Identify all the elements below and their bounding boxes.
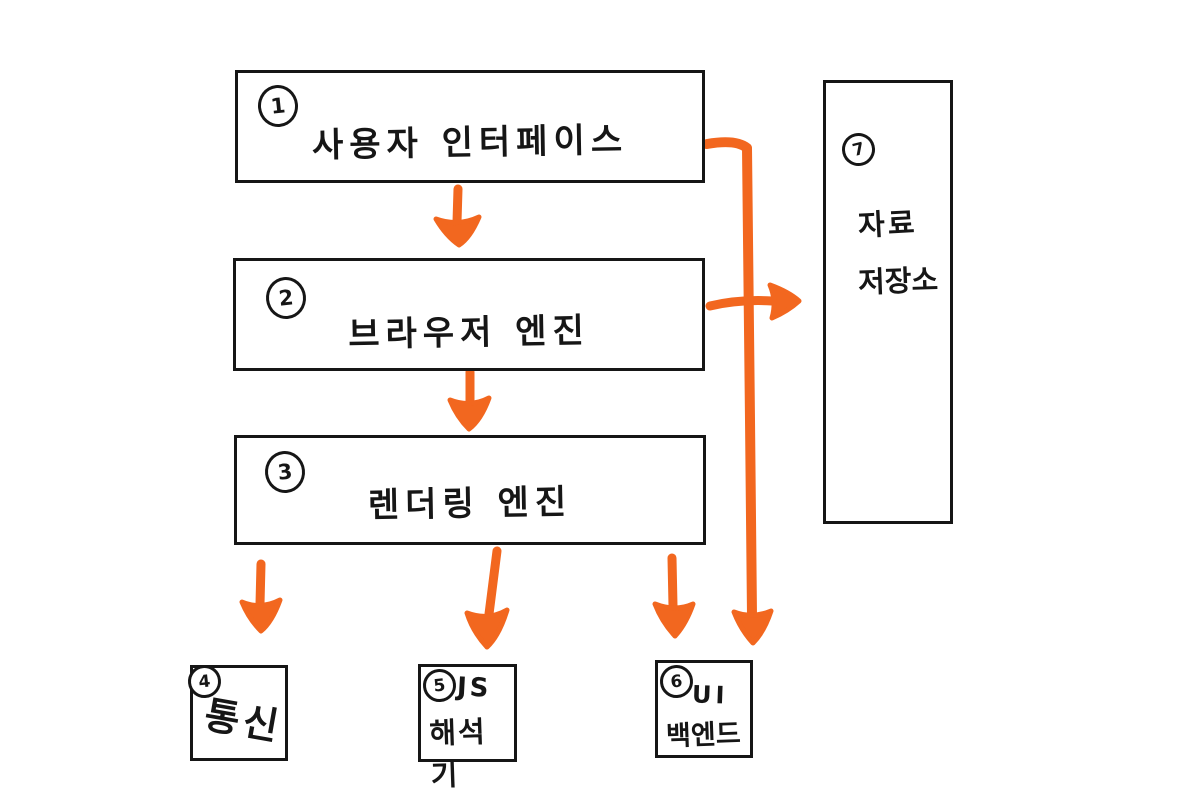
node-ui-backend: 6 UI 백엔드 [655, 660, 753, 758]
node-label-js: JS [456, 672, 493, 704]
node-label-data: 자료 [857, 205, 919, 243]
node-label-browser-engine: 브라우저 엔진 [347, 310, 591, 356]
node-label-ui: UI [691, 680, 729, 710]
arrow-ui-to-browser-engine [433, 184, 482, 248]
node-label-interpreter: 해석기 [428, 714, 488, 793]
arrow-browser-to-storage [705, 282, 802, 321]
arrow-rendering-to-js [464, 546, 510, 650]
node-js-interpreter: 5 JS 해석기 [418, 664, 517, 792]
node-number-data-storage: 7 [838, 129, 879, 170]
node-label-backend: 백엔드 [665, 718, 742, 753]
node-browser-engine: 2 브라우저 엔진 [233, 258, 705, 371]
node-label-storage: 저장소 [857, 262, 939, 300]
node-label-rendering-engine: 렌더링 엔진 [367, 482, 573, 526]
arrow-rendering-to-networking [239, 559, 283, 634]
arrow-browser-to-rendering [447, 367, 492, 432]
node-user-interface: 1 사용자 인터페이스 [235, 70, 705, 183]
arrow-ui-long-down [702, 137, 774, 646]
node-number-ui-backend: 6 [658, 663, 695, 700]
node-number-js-interpreter: 5 [421, 667, 458, 704]
arrow-rendering-to-uibackend [652, 553, 696, 639]
node-label-networking: 통신 [201, 692, 286, 750]
node-label-user-interface: 사용자 인터페이스 [311, 120, 629, 166]
node-networking: 4 통신 [186, 663, 288, 761]
node-data-storage: 7 자료 저장소 [823, 80, 953, 524]
node-rendering-engine: 3 렌더링 엔진 [234, 435, 706, 545]
